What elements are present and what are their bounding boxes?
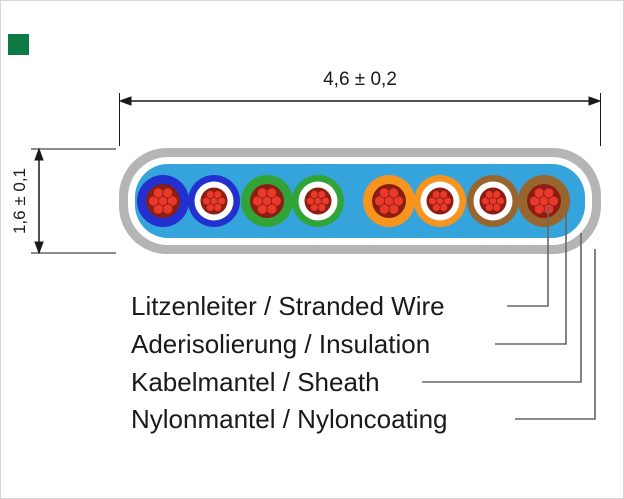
arrow-down-icon: [34, 241, 44, 255]
cable-body: [119, 148, 601, 254]
wire-green: [241, 175, 293, 227]
leader-nyloncoating: [515, 249, 596, 420]
wire-brown: [518, 175, 570, 227]
arrow-up-icon: [34, 147, 44, 161]
wire-white-orange: [414, 175, 466, 227]
wire-group: [137, 175, 570, 227]
leader-stranded-wire: [507, 206, 549, 307]
label-insulation: Aderisolierung / Insulation: [131, 329, 431, 359]
wire-white-blue: [188, 175, 240, 227]
label-nyloncoating: Nylonmantel / Nyloncoating: [131, 404, 448, 434]
arrow-left-icon: [118, 96, 132, 106]
leader-insulation: [495, 213, 567, 345]
leader-lines: [422, 206, 596, 420]
cable-sheath: [135, 164, 585, 238]
top-dimension: [118, 93, 602, 146]
wire-white-brown: [467, 175, 519, 227]
label-stranded-wire: Litzenleiter / Stranded Wire: [131, 291, 445, 321]
wire-blue: [137, 175, 189, 227]
wire-orange: [363, 175, 415, 227]
left-dimension: [31, 147, 116, 255]
logo-square: [8, 34, 29, 55]
width-dimension-text: 4,6 ± 0,2: [323, 69, 397, 90]
leader-sheath: [422, 233, 582, 383]
height-dimension-text: 1,6 ± 0,1: [10, 167, 29, 235]
label-sheath: Kabelmantel / Sheath: [131, 367, 380, 397]
arrow-right-icon: [588, 96, 602, 106]
wire-white-green: [292, 175, 344, 227]
